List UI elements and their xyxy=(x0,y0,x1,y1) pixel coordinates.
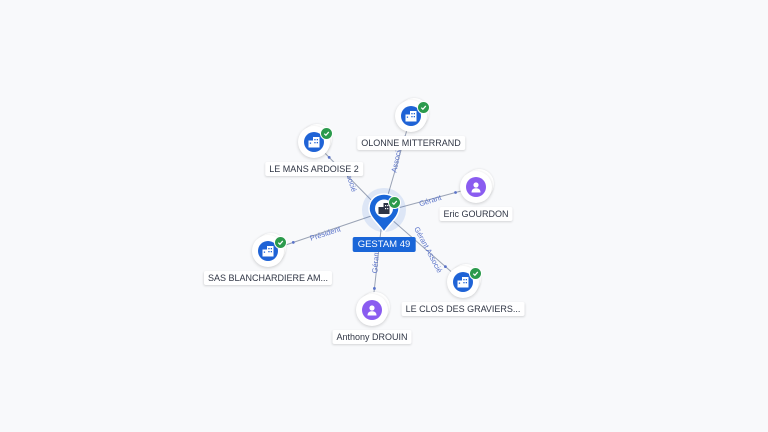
verified-check-icon xyxy=(320,127,333,140)
center-node[interactable] xyxy=(362,188,406,236)
node-label[interactable]: SAS BLANCHARDIERE AM... xyxy=(203,271,333,285)
building-icon xyxy=(308,137,320,148)
building-icon xyxy=(457,277,469,288)
building-icon xyxy=(262,246,274,257)
edge-arrow-sas xyxy=(291,241,295,244)
edge-clos xyxy=(382,211,464,283)
verified-check-icon xyxy=(417,101,430,114)
building-icon xyxy=(453,272,473,292)
edge-arrow-clos xyxy=(444,265,447,268)
building-icon xyxy=(258,241,278,261)
building-icon xyxy=(378,203,390,214)
verified-check-icon xyxy=(274,236,287,249)
node-label[interactable]: Eric GOURDON xyxy=(439,207,513,221)
node-label[interactable]: LE MANS ARDOISE 2 xyxy=(265,162,363,176)
edge-label-anthony: Gérant xyxy=(370,249,381,273)
person-icon xyxy=(362,300,382,320)
node-label[interactable]: Anthony DROUIN xyxy=(332,330,412,344)
building-icon xyxy=(401,106,421,126)
edge-label-clos: Gérant Associé xyxy=(412,225,444,274)
building-icon xyxy=(405,111,417,122)
node-label[interactable]: LE CLOS DES GRAVIERS... xyxy=(401,302,525,316)
person-icon xyxy=(471,182,481,193)
person-icon xyxy=(466,177,486,197)
verified-check-icon xyxy=(469,267,482,280)
verified-check-icon xyxy=(388,196,401,209)
edge-arrow-eric xyxy=(454,191,457,194)
node-label[interactable]: OLONNE MITTERRAND xyxy=(357,136,465,150)
edge-label-eric: Gérant xyxy=(418,193,443,209)
person-icon xyxy=(367,305,377,316)
edge-arrow-lemans xyxy=(327,156,331,159)
edge-arrow-anthony xyxy=(373,287,376,290)
edge-label-sas: Président xyxy=(309,224,343,243)
building-icon xyxy=(304,132,324,152)
edge-sas xyxy=(267,211,384,252)
center-node-label[interactable]: GESTAM 49 xyxy=(352,237,416,252)
